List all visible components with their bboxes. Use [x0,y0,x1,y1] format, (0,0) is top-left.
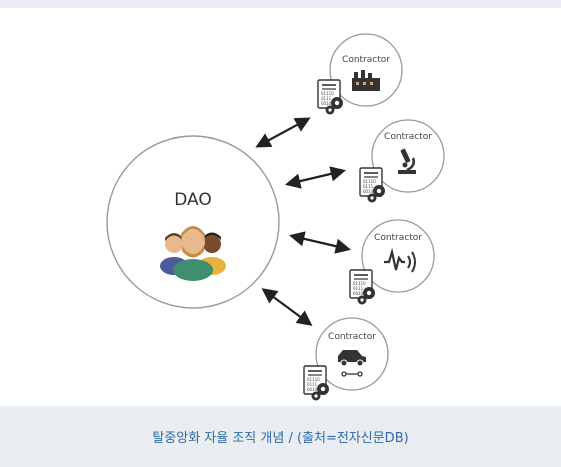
contract-document-gear-icon [303,365,330,402]
arrow-dao-contractor-1 [255,117,311,148]
dao-node: DAO [106,135,280,309]
dao-circle [106,135,280,309]
figure-caption: 탈중앙화 자율 조직 개념 / (출처=전자신문DB) [152,431,409,446]
dao-label: DAO [174,190,212,210]
contractor-node-1: Contractor [317,33,403,116]
dao-diagram: 01110 0111 0010 DAO [106,33,445,402]
contractor-label-1: Contractor [342,55,390,65]
contractor-label-4: Contractor [328,332,376,342]
arrow-dao-contractor-2 [285,166,346,189]
people-group-icon [160,226,226,281]
contract-document-gear-icon [359,167,386,204]
contractor-label-3: Contractor [374,233,422,243]
microscope-icon [398,148,416,174]
contractor-node-3: Contractor [349,219,435,306]
factory-icon [352,70,380,91]
arrow-dao-contractor-4 [261,288,313,326]
radio-signal-icon [384,247,416,273]
contract-document-gear-icon [317,79,344,116]
arrow-dao-contractor-3 [288,231,352,254]
contractor-node-4: Contractor [303,317,389,402]
contract-document-gear-icon [349,269,376,306]
contractor-label-2: Contractor [384,132,432,142]
diagram-figure: 01110 0111 0010 DAO [0,8,561,406]
car-icon [338,350,366,377]
contractor-node-2: Contractor [359,119,445,204]
